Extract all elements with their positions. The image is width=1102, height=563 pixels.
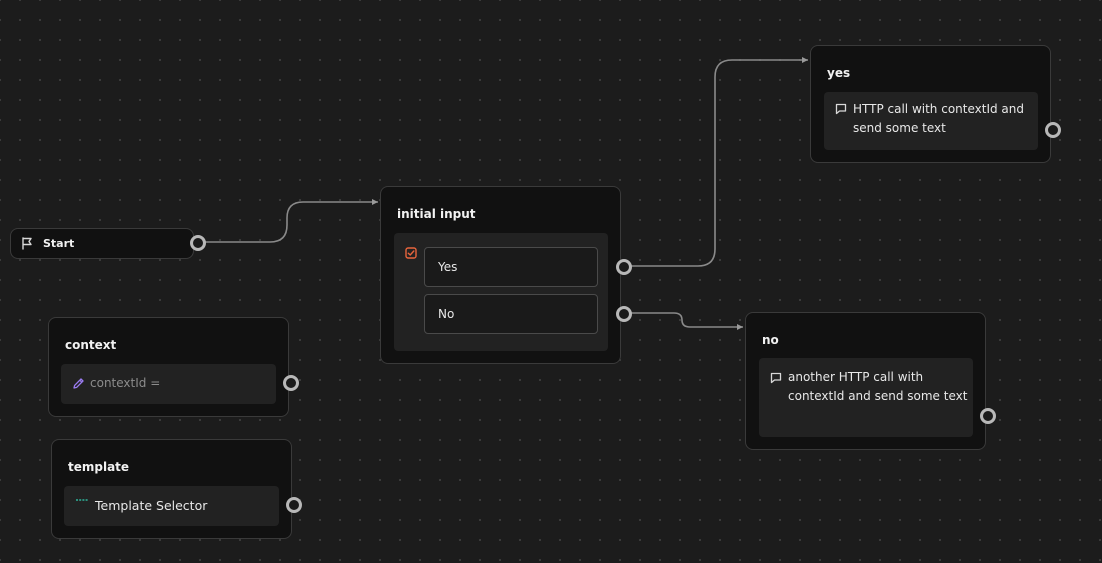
template-icon: [76, 499, 88, 501]
no-node-message-text: another HTTP call with contextId and sen…: [788, 370, 968, 403]
no-node-output-handle[interactable]: [980, 408, 996, 424]
choice-option-yes[interactable]: Yes: [424, 247, 598, 287]
no-option-output-handle[interactable]: [616, 306, 632, 322]
no-node[interactable]: no another HTTP call with contextId and …: [745, 312, 986, 450]
template-node-output-handle[interactable]: [286, 497, 302, 513]
yes-node-title: yes: [827, 66, 851, 80]
yes-node[interactable]: yes HTTP call with contextId and send so…: [810, 45, 1051, 163]
comment-icon: [770, 372, 782, 384]
initial-input-node[interactable]: initial input Yes No: [380, 186, 621, 364]
pencil-icon: [73, 378, 84, 389]
edge-start-to-initial-input: [202, 199, 378, 243]
start-node-title: Start: [43, 237, 75, 250]
edge-no-option-to-no-node: [628, 312, 743, 330]
template-selector-panel[interactable]: Template Selector: [64, 486, 279, 526]
yes-node-message-text: HTTP call with contextId and send some t…: [853, 102, 1025, 135]
initial-input-title: initial input: [397, 207, 476, 221]
template-node-title: template: [68, 460, 130, 474]
context-node-title: context: [65, 338, 117, 352]
checkbox-icon: [405, 247, 417, 259]
no-node-message-panel: another HTTP call with contextId and sen…: [759, 358, 973, 437]
choice-option-no-label: No: [438, 307, 455, 321]
template-selector-text: Template Selector: [95, 498, 208, 513]
context-node[interactable]: context contextId =: [48, 317, 289, 417]
context-variable-text: contextId =: [90, 376, 161, 390]
yes-node-output-handle[interactable]: [1045, 122, 1061, 138]
initial-input-choices-panel: Yes No: [394, 233, 608, 351]
yes-option-output-handle[interactable]: [616, 259, 632, 275]
edge-yes-option-to-yes-node: [628, 57, 808, 267]
context-node-output-handle[interactable]: [283, 375, 299, 391]
choice-option-yes-label: Yes: [438, 260, 458, 274]
context-variable-panel[interactable]: contextId =: [61, 364, 276, 404]
comment-icon: [835, 103, 847, 115]
no-node-title: no: [762, 333, 779, 347]
yes-node-message-panel: HTTP call with contextId and send some t…: [824, 92, 1038, 150]
flag-icon: [22, 237, 32, 250]
template-node[interactable]: template Template Selector: [51, 439, 292, 539]
start-node[interactable]: Start: [10, 228, 194, 259]
choice-option-no[interactable]: No: [424, 294, 598, 334]
start-output-handle[interactable]: [190, 235, 206, 251]
